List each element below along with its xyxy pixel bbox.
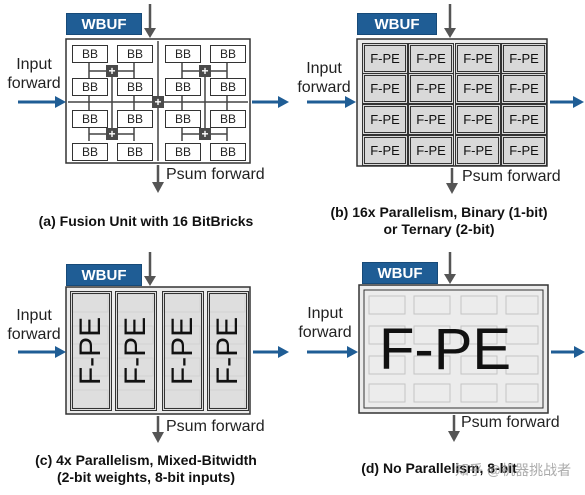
caption-b: (b) 16x Parallelism, Binary (1-bit)or Te… [330,204,548,237]
f-pe-unit: F-PE [362,135,408,166]
adder-plus-icon: + [199,128,211,140]
bitbrick: BB [117,45,153,63]
f-pe-unit: F-PE [501,135,547,166]
f-pe-unit: F-PE [408,135,454,166]
f-pe-unit: F-PE [455,73,501,104]
f-pe-label: F-PE [211,316,244,386]
f-pe-unit: F-PE [501,73,547,104]
bitbrick: BB [72,78,108,96]
bitbrick: BB [210,78,246,96]
f-pe-label: F-PE [74,316,107,386]
f-pe-unit: F-PE [455,104,501,135]
wbuf-block: WBUF [357,13,437,35]
wbuf-block: WBUF [66,13,142,35]
wbuf-block: WBUF [362,262,438,284]
f-pe-column: F-PE [70,291,112,411]
f-pe-big-label: F-PE [379,317,512,382]
bitbrick: BB [210,110,246,128]
f-pe-column: F-PE [207,291,249,411]
f-pe-unit: F-PE [408,43,454,74]
psum-forward-label: Psum forward [462,168,561,185]
f-pe-label: F-PE [119,316,152,386]
bitbrick: BB [72,45,108,63]
f-pe-unit: F-PE [362,104,408,135]
psum-forward-label: Psum forward [461,414,560,431]
bitbrick: BB [165,78,201,96]
wbuf-block: WBUF [66,264,142,286]
f-pe-unit: F-PE [408,73,454,104]
panel-d-wiring [307,252,585,442]
f-pe-unit: F-PE [455,43,501,74]
f-pe-column: F-PE [162,291,204,411]
f-pe-label: F-PE [166,316,199,386]
bitbrick: BB [117,110,153,128]
psum-forward-label: Psum forward [166,418,265,435]
psum-forward-label: Psum forward [166,166,265,183]
bitbrick: BB [72,143,108,161]
bitbrick: BB [117,143,153,161]
caption-c: (c) 4x Parallelism, Mixed-Bitwidth(2-bit… [35,452,257,485]
bitbrick: BB [165,143,201,161]
bitbrick: BB [210,143,246,161]
f-pe-unit: F-PE [501,43,547,74]
bitbrick: BB [165,45,201,63]
f-pe-unit: F-PE [408,104,454,135]
adder-plus-icon: + [106,128,118,140]
f-pe-column: F-PE [115,291,157,411]
f-pe-unit: F-PE [501,104,547,135]
bitbrick: BB [72,110,108,128]
bitbrick: BB [117,78,153,96]
bitbrick: BB [210,45,246,63]
caption-d: (d) No Parallelism, 8-bit [361,460,517,476]
adder-plus-icon: + [106,65,118,77]
f-pe-unit: F-PE [362,73,408,104]
bitbrick: BB [165,110,201,128]
caption-a: (a) Fusion Unit with 16 BitBricks [38,213,254,229]
f-pe-unit: F-PE [455,135,501,166]
f-pe-unit: F-PE [362,43,408,74]
watermark: 知乎 @机器挑战者 [455,462,572,478]
adder-plus-icon: + [199,65,211,77]
adder-plus-icon: + [152,96,164,108]
